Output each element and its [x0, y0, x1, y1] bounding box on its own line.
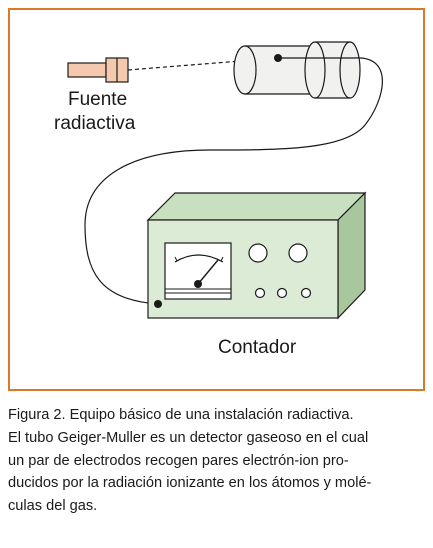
- figure-caption: Figura 2. Equipo básico de una instalaci…: [8, 404, 428, 518]
- signal-cable: [84, 57, 383, 305]
- geiger-muller-tube: [233, 41, 361, 99]
- instrument-diagram: [67, 41, 383, 320]
- source-label-line1: Fuente: [68, 89, 128, 110]
- button-2: [276, 287, 288, 299]
- caption-line: ducidos por la radiación ionizante en lo…: [8, 475, 372, 492]
- knob-right: [288, 243, 308, 263]
- button-3: [300, 287, 312, 299]
- caption-line: un par de electrodos recogen pares elect…: [8, 452, 349, 469]
- radioactive-source: [67, 57, 129, 83]
- analog-meter: [164, 242, 232, 300]
- button-1: [254, 287, 266, 299]
- caption-line: culas del gas.: [8, 498, 98, 515]
- counter-label: Contador: [218, 337, 297, 358]
- source-label-line2: radiactiva: [54, 113, 136, 134]
- caption-line: El tubo Geiger-Muller es un detector gas…: [8, 429, 369, 446]
- input-terminal: [154, 300, 162, 308]
- knob-left: [248, 243, 268, 263]
- caption-line: Figura 2. Equipo básico de una instalaci…: [8, 407, 354, 423]
